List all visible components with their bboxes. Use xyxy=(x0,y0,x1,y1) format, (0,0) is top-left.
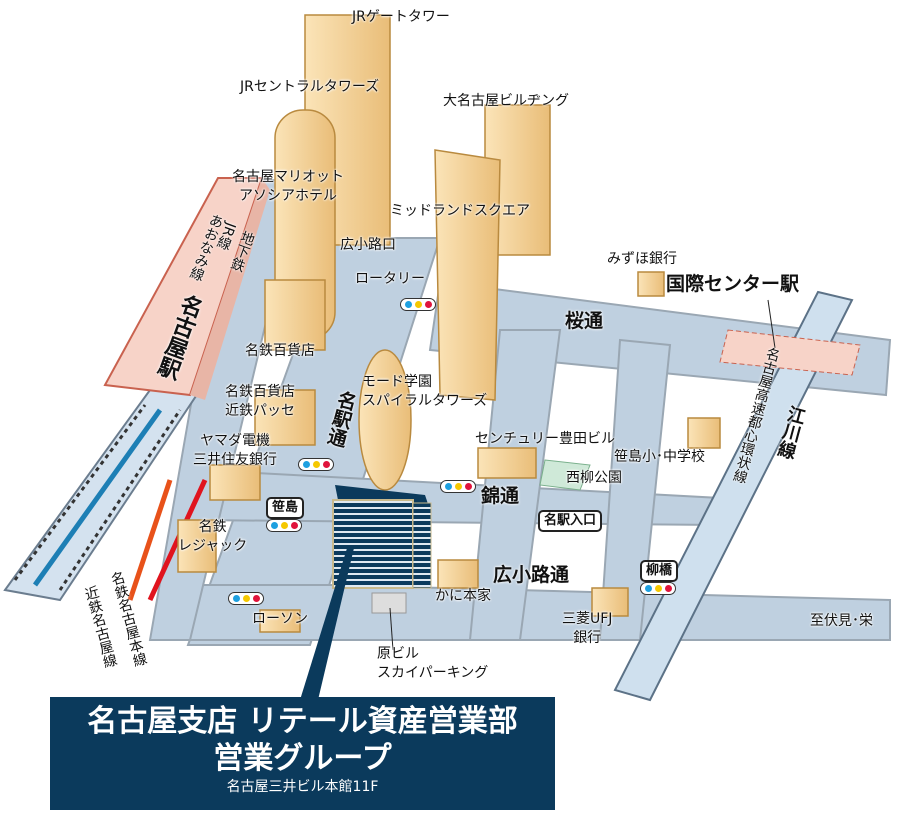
intersection-sasashima: 笹島 xyxy=(266,497,305,519)
label-hara-building: 原ビルスカイパーキング xyxy=(377,646,489,681)
expressway xyxy=(613,290,854,702)
traffic-signal-icon xyxy=(228,592,264,605)
label-century-toyota: センチュリー豊田ビル xyxy=(475,431,615,447)
label-jr-gate-tower: JRゲートタワー xyxy=(352,9,450,25)
office-callout: 名古屋支店 リテール資産営業部 営業グループ 名古屋三井ビル本館11F xyxy=(50,697,555,810)
label-dai-nagoya-building: 大名古屋ビルヂング xyxy=(443,93,569,109)
label-nishiki-dori: 錦通 xyxy=(481,485,520,507)
label-hirokoji-dori: 広小路通 xyxy=(493,564,570,586)
label-kokusai-center-station: 国際センター駅 xyxy=(666,273,800,295)
label-jr-central-towers: JRセントラルタワーズ xyxy=(240,79,380,95)
nishiyanagi-park xyxy=(539,459,591,491)
meitetsu-lejac xyxy=(177,519,217,573)
intersection-meieki-iriguchi: 名駅入口 xyxy=(538,510,603,532)
label-midland-square: ミッドランドスクエア xyxy=(390,203,530,219)
traffic-signal-icon xyxy=(298,458,334,471)
label-kani-honke: かに本家 xyxy=(435,588,491,604)
kintetsu-passe xyxy=(254,389,316,446)
callout-pointer xyxy=(300,545,354,700)
label-marriott: 名古屋マリオットアソシアホテル xyxy=(232,169,344,204)
mode-gakuen-spiral-towers xyxy=(358,349,412,491)
meitetsu-department-store xyxy=(264,279,326,351)
traffic-signal-icon xyxy=(266,519,302,532)
label-mizuho-bank: みずほ銀行 xyxy=(607,251,677,267)
buildings xyxy=(177,14,721,633)
mufg-bank xyxy=(591,587,629,617)
midland-square xyxy=(434,149,501,401)
mizuho-bank xyxy=(637,271,665,297)
label-mode-gakuen: モード学園スパイラルタワーズ xyxy=(362,374,488,409)
kani-honke xyxy=(437,559,479,589)
track-line xyxy=(32,408,163,587)
label-meitetsu-kintetsu: 名鉄百貨店近鉄パッセ xyxy=(225,384,295,419)
intersection-yanagibashi: 柳橋 xyxy=(640,560,679,582)
traffic-signal-icon xyxy=(440,480,476,493)
century-toyota-building xyxy=(477,447,537,479)
label-hirokoji-exit: 広小路口 xyxy=(340,237,396,253)
callout-title-line1: 名古屋支店 リテール資産営業部 xyxy=(87,704,518,739)
traffic-signal-icon xyxy=(640,582,676,595)
callout-address: 名古屋三井ビル本館11F xyxy=(226,779,379,795)
label-meitetsu-lejac: 名鉄レジャック xyxy=(178,519,248,554)
nagoya-mitsui-building xyxy=(332,485,432,589)
sasashima-school xyxy=(687,417,721,449)
label-meitetsu-department-store: 名鉄百貨店 xyxy=(245,343,315,359)
label-lawson: ローソン xyxy=(252,611,308,627)
label-sasashima-school: 笹島小･中学校 xyxy=(614,449,705,465)
label-nishiyanagi-park: 西柳公園 xyxy=(566,470,622,486)
label-to-fushimi-sakae: 至伏見･栄 xyxy=(810,613,873,629)
label-yamada-smbc: ヤマダ電機三井住友銀行 xyxy=(193,433,277,468)
callout-title-line2: 営業グループ xyxy=(213,741,392,776)
label-sakura-dori: 桜通 xyxy=(565,310,604,332)
lawson xyxy=(259,609,301,633)
hara-building-parking xyxy=(371,592,407,614)
side-street xyxy=(468,329,562,641)
kintetsu-line xyxy=(127,479,173,601)
traffic-signal-icon xyxy=(400,298,436,311)
label-rotary: ロータリー xyxy=(355,271,425,287)
